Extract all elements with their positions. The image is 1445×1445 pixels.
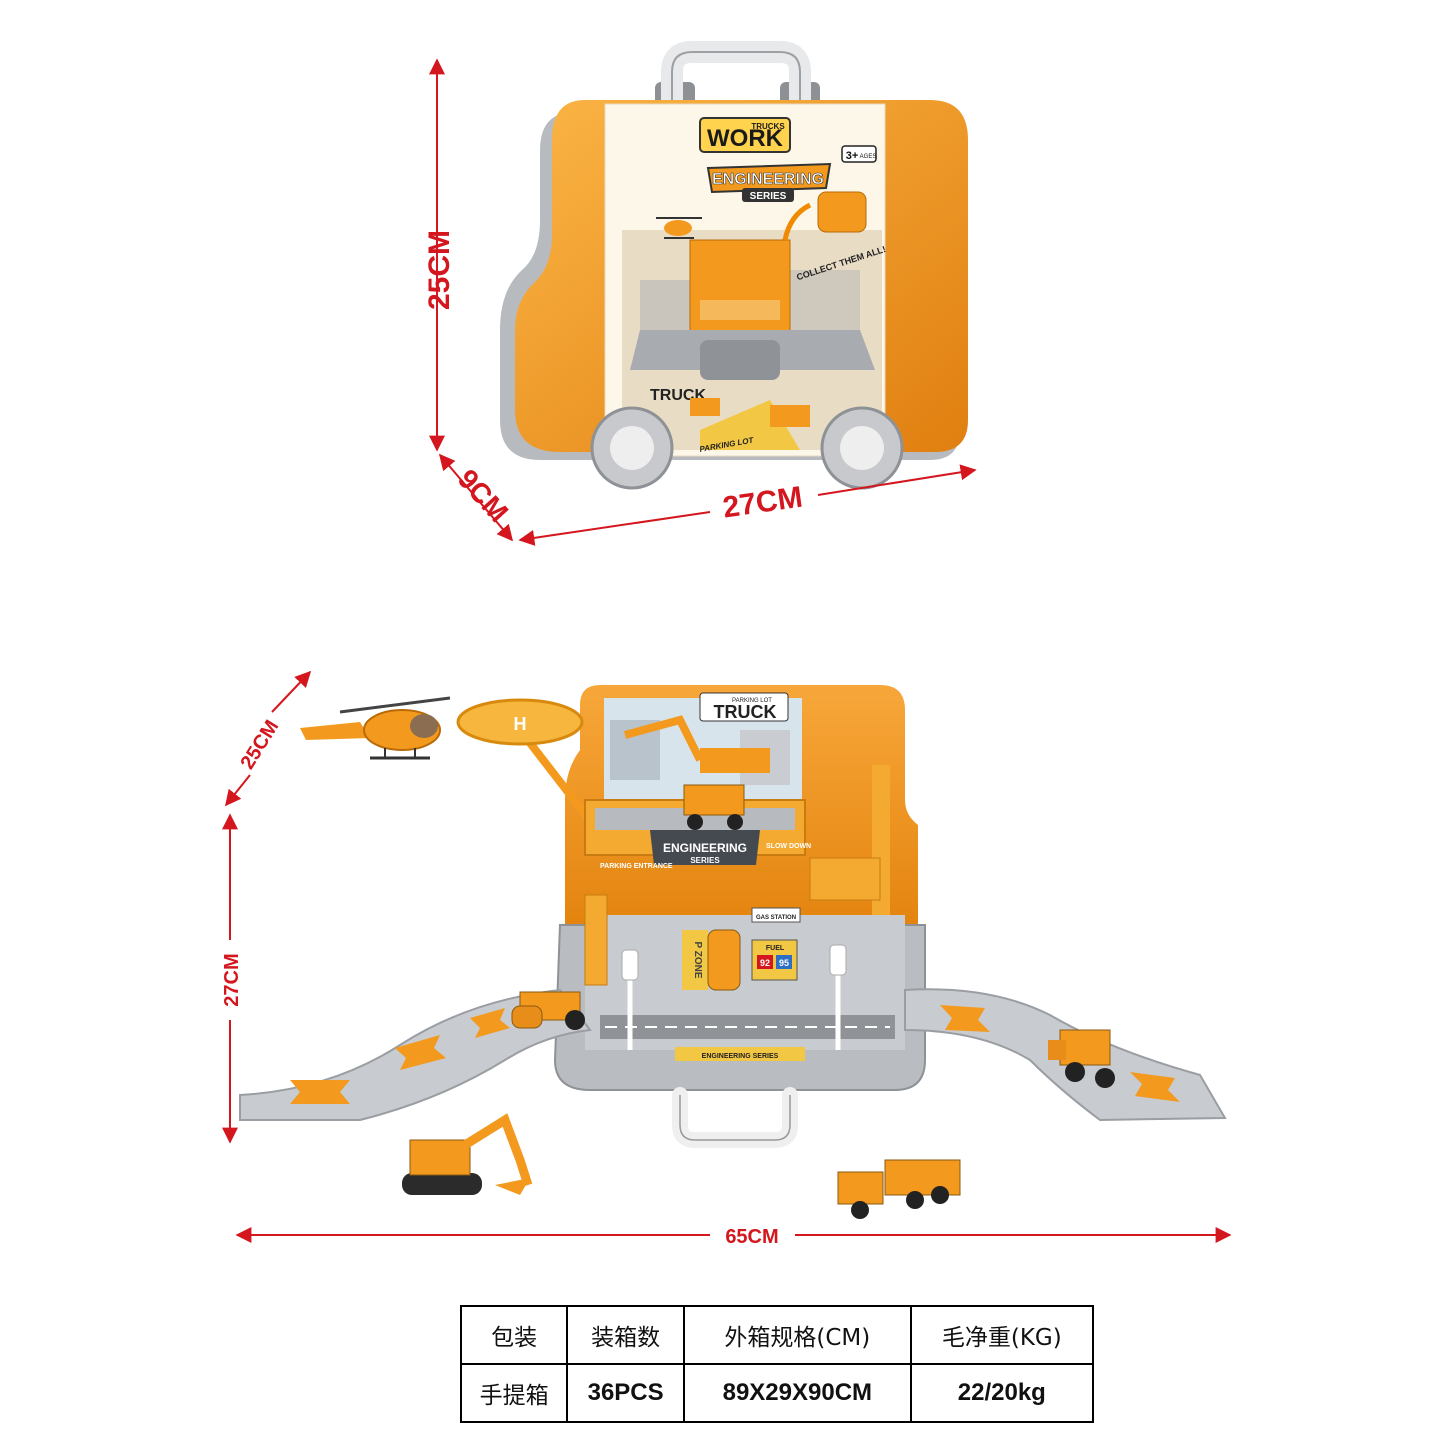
- dimension-depth-line: [438, 453, 514, 542]
- open-playset-figure: TRUCK PARKING LOT H ENGINEERING SERIES P…: [221, 670, 1232, 1248]
- header-quantity: 装箱数: [566, 1305, 686, 1365]
- series-title-text: ENGINEERING: [712, 171, 824, 188]
- spec-header-row: 包装 装箱数 外箱规格(CM) 毛净重(KG): [459, 1305, 1095, 1365]
- height-label-top: 25CM: [423, 230, 456, 310]
- height-label-bottom: 27CM: [221, 953, 243, 1006]
- depth-label-top: 9CM: [452, 463, 515, 528]
- value-packaging: 手提箱: [459, 1363, 569, 1423]
- playset-series-sub: SERIES: [690, 856, 720, 865]
- spec-value-row: 手提箱 36PCS 89X29X90CM 22/20kg: [459, 1363, 1095, 1423]
- gas-station-sign: GAS STATION FUEL 92 95: [751, 907, 801, 981]
- traffic-light-right: [829, 944, 847, 1050]
- value-quantity: 36PCS: [566, 1363, 686, 1423]
- parking-tower-left: [584, 894, 608, 986]
- helicopter-small-icon: [656, 217, 702, 239]
- work-trucks-logo: WORK TRUCKS: [699, 117, 791, 153]
- forklift-toy[interactable]: [683, 784, 745, 830]
- closed-case-figure: WORK TRUCKS 3+ AGES ENGINEERING SERIES C…: [423, 41, 977, 546]
- wheel-loader-toy[interactable]: [1048, 1029, 1115, 1088]
- ramp-arrow-left-2: [395, 1035, 446, 1070]
- age-badge-number: 3+: [846, 150, 859, 162]
- header-packaging: 包装: [459, 1305, 569, 1365]
- engineering-series-plate: ENGINEERING SERIES: [650, 830, 760, 865]
- width-label-top: 27CM: [721, 481, 805, 525]
- truck-parking-logo: TRUCK PARKING LOT: [699, 692, 789, 722]
- engineering-series-banner: ENGINEERING SERIES: [706, 162, 832, 202]
- truck-small-icon: [770, 405, 810, 427]
- p-zone-marking: P ZONE: [682, 930, 708, 990]
- brand-small-text: TRUCKS: [751, 122, 785, 131]
- dump-truck-toy[interactable]: [837, 1159, 961, 1219]
- traffic-light-left: [621, 949, 639, 1050]
- header-weight: 毛净重(KG): [909, 1305, 1095, 1365]
- playset-parking-lot-text: PARKING LOT: [732, 698, 772, 704]
- rear-wheel: [820, 406, 904, 490]
- header-carton-size: 外箱规格(CM): [683, 1305, 912, 1365]
- depth-label-bottom: 25CM: [236, 716, 283, 773]
- value-weight: 22/20kg: [909, 1363, 1095, 1423]
- parking-entrance-text: PARKING ENTRANCE: [600, 863, 673, 870]
- ramp-arrow-left-1: [290, 1080, 350, 1104]
- ramp-arrow-right-1: [940, 1005, 990, 1032]
- gas-station-text: GAS STATION: [756, 915, 796, 921]
- front-wheel: [590, 406, 674, 490]
- playset-series-title: ENGINEERING: [663, 841, 747, 855]
- floor-series-label: ENGINEERING SERIES: [675, 1047, 805, 1061]
- dimension-width-line: [518, 464, 977, 546]
- floor-label-text: ENGINEERING SERIES: [702, 1053, 779, 1060]
- ramp-arrow-left-3: [470, 1008, 510, 1038]
- brand-big-text: WORK: [707, 125, 784, 152]
- age-badge-unit: AGES: [860, 154, 877, 160]
- base-handle[interactable]: [672, 1087, 798, 1148]
- helicopter-icon[interactable]: [300, 696, 451, 760]
- road-roller-toy[interactable]: [511, 991, 585, 1030]
- spec-table: 包装 装箱数 外箱规格(CM) 毛净重(KG) 手提箱 36PCS 89X29X…: [459, 1305, 1095, 1423]
- playset-truck-logo-text: TRUCK: [714, 702, 777, 722]
- excavator-toy[interactable]: [402, 1113, 533, 1195]
- ramp-arrow-right-2: [1130, 1072, 1180, 1102]
- svg-text:H: H: [514, 714, 527, 734]
- slow-down-text: SLOW DOWN: [766, 843, 811, 850]
- value-carton-size: 89X29X90CM: [683, 1363, 912, 1423]
- p-zone-text: P ZONE: [692, 941, 703, 978]
- inset-case-image: [817, 191, 867, 233]
- excavator-small-icon: [690, 398, 720, 416]
- series-sub-text: SERIES: [750, 191, 787, 202]
- cement-mixer-toy[interactable]: [707, 929, 741, 991]
- dimension-depth-line-bottom: [225, 670, 312, 807]
- age-badge: 3+ AGES: [841, 145, 877, 163]
- fuel-95-text: 95: [779, 958, 789, 968]
- fuel-text: FUEL: [766, 945, 785, 952]
- curved-arrow-icon: [782, 202, 812, 241]
- fuel-92-text: 92: [760, 958, 770, 968]
- width-label-bottom: 65CM: [725, 1226, 778, 1248]
